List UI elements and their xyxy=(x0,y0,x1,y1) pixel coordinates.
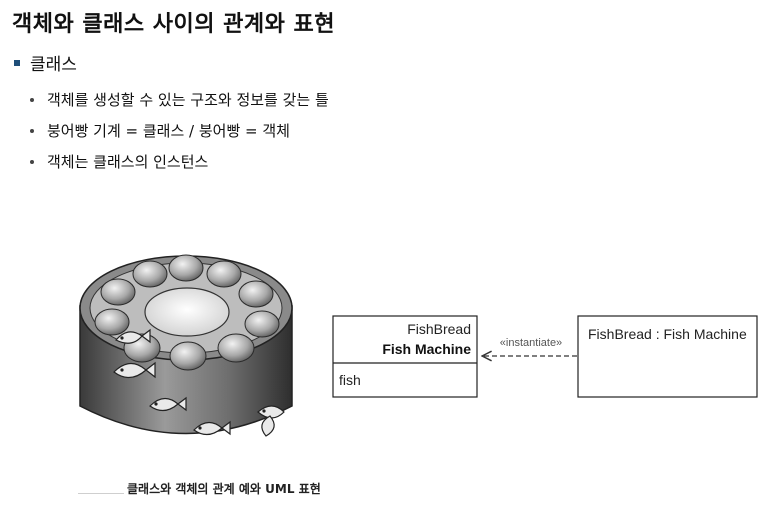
caption-rule xyxy=(78,493,124,494)
object-label: FishBread : Fish Machine xyxy=(588,326,747,342)
class-name: Fish Machine xyxy=(382,341,471,357)
figure-caption: 클래스와 객체의 관계 예와 UML 표현 xyxy=(127,480,321,497)
class-attribute: fish xyxy=(339,372,361,388)
instantiate-label: «instantiate» xyxy=(500,337,562,349)
class-stereotype: FishBread xyxy=(407,321,471,337)
